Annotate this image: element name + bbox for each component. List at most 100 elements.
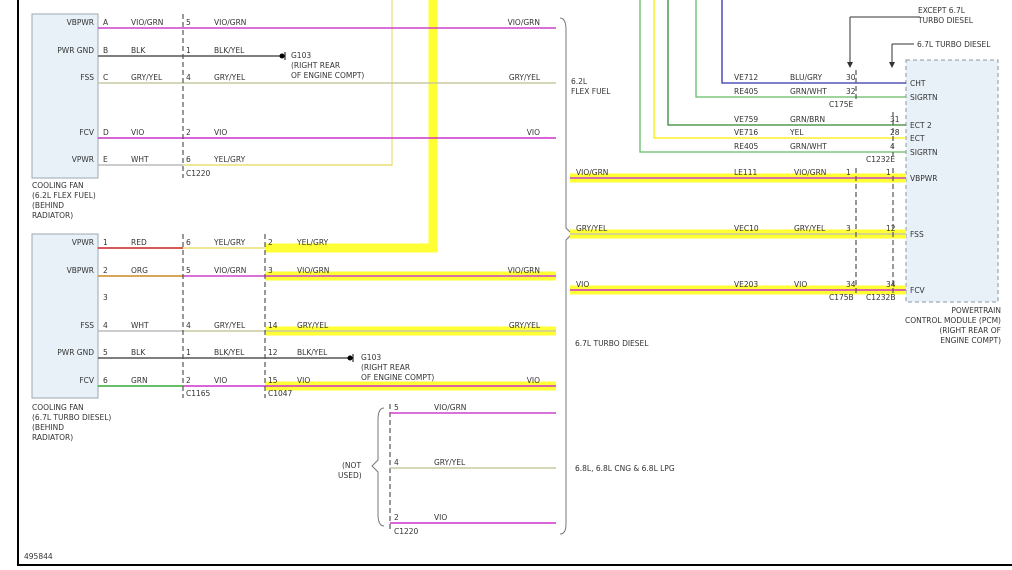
figure-id: 495844: [24, 552, 53, 561]
fan2-c1165-color: GRY/YEL: [214, 321, 246, 330]
ground1-desc-2: OF ENGINE COMPT): [291, 71, 364, 80]
pcm-top-label: SIGRTN: [910, 148, 938, 157]
fan1-caption-line3: (BEHIND: [32, 201, 64, 210]
pcm-main-circuit: VE203: [734, 280, 758, 289]
not-used-pin: 5: [394, 403, 399, 412]
fan1-pin-label: VBPWR: [67, 18, 94, 27]
pcm-top-circuit: VE759: [734, 115, 758, 124]
fan1-wire-color: GRY/YEL: [131, 73, 163, 82]
fan2-pin-label: VBPWR: [67, 266, 94, 275]
vpwr-highlight-feed: [265, 0, 438, 253]
pcm-top-label: ECT 2: [910, 121, 932, 130]
fan2-c1165-pin: 2: [186, 376, 191, 385]
fan2-pin-label: VPWR: [72, 238, 94, 247]
pcm-top-label: SIGRTN: [910, 93, 938, 102]
fan2-c1165-pin: 5: [186, 266, 191, 275]
fan2-wire-color: BLK: [131, 348, 146, 357]
fan1-conn-color: GRY/YEL: [214, 73, 246, 82]
fan2-wire-color: GRN: [131, 376, 148, 385]
diesel-only-arrow: [889, 62, 895, 68]
diagram-frame: [17, 0, 1012, 566]
fan2-wire-color: WHT: [131, 321, 149, 330]
fan1-caption-line1: COOLING FAN: [32, 181, 84, 190]
fan2-c1165-pin: 1: [186, 348, 191, 357]
fan1-cavity: C: [103, 73, 108, 82]
not-used-connector-label: C1220: [394, 527, 419, 536]
pcm-top-wire: [695, 0, 906, 98]
note-flex-fuel-1: 6.2L: [571, 77, 588, 86]
fan2-wire-color: ORG: [131, 266, 148, 275]
pcm-top-circuit: RE405: [734, 142, 758, 151]
pcm-connector-c175e: C175E: [829, 100, 854, 109]
fan2-c1165-pin: 6: [186, 238, 191, 247]
fan2-caption: COOLING FAN (6.7L TURBO DIESEL) (BEHIND …: [32, 403, 111, 442]
note-except-diesel-1: EXCEPT 6.7L: [918, 6, 966, 15]
pcm-top-label: ECT: [910, 134, 925, 143]
fan2-wire-color: RED: [131, 238, 147, 247]
fan1-conn-color: VIO/GRN: [214, 18, 246, 27]
pcm-top-circuit: RE405: [734, 87, 758, 96]
fan2-connector-a-label: C1165: [186, 389, 211, 398]
ground2-symbol: [347, 355, 353, 361]
pcm-top-wire: [721, 0, 906, 84]
note-other-engines: 6.8L, 6.8L CNG & 6.8L LPG: [575, 464, 675, 473]
pcm-main-pin-a: 1: [846, 168, 851, 177]
fan2-c1047-color: VIO/GRN: [297, 266, 329, 275]
except-diesel-arrow: [847, 62, 853, 68]
pcm-top-pin-b: 28: [890, 128, 900, 137]
fan1-wire-color: VIO: [131, 128, 144, 137]
pcm-top-color: GRN/WHT: [790, 142, 827, 151]
pcm-main-label: FSS: [910, 230, 924, 239]
fan1-box: [31, 13, 99, 179]
fan1-conn-pin: 4: [186, 73, 191, 82]
note-turbo-diesel: 6.7L TURBO DIESEL: [575, 339, 649, 348]
note-except-diesel-2: TURBO DIESEL: [917, 16, 974, 25]
right-wire-label: GRY/YEL: [509, 73, 541, 82]
not-used-brace: [371, 407, 385, 527]
right-wire-label: VIO: [527, 128, 540, 137]
not-used-label-1: (NOT: [342, 461, 361, 470]
fan1-caption-line4: RADIATOR): [32, 211, 73, 220]
pcm-main-wire-color: GRY/YEL: [576, 224, 608, 233]
pcm-main-pin-a: 34: [846, 280, 856, 289]
right-wire-label: GRY/YEL: [509, 321, 541, 330]
pcm-top-pin-a: 32: [846, 87, 856, 96]
fan1-conn-pin: 5: [186, 18, 191, 27]
fan2-c1047-color: YEL/GRY: [296, 238, 329, 247]
fan1-caption-line2: (6.2L FLEX FUEL): [32, 191, 96, 200]
pcm-top-label: CHT: [910, 79, 926, 88]
pcm-caption-4: ENGINE COMPT): [940, 336, 1001, 345]
not-used-color: VIO/GRN: [434, 403, 466, 412]
pcm-caption-2: CONTROL MODULE (PCM): [905, 316, 1001, 325]
ground1-symbol: [279, 53, 285, 59]
not-used-pin: 4: [394, 458, 399, 467]
pcm-main-circuit: VEC10: [734, 224, 759, 233]
pcm-top-color: YEL: [789, 128, 804, 137]
fan1-conn-pin: 2: [186, 128, 191, 137]
fan1-connector-label: C1220: [186, 169, 211, 178]
fan2-c1047-color: GRY/YEL: [297, 321, 329, 330]
pcm-top-wire: [639, 0, 906, 153]
fan1-conn-pin: 6: [186, 155, 191, 164]
fan2-c1165-color: VIO/GRN: [214, 266, 246, 275]
fan1-pin-label: FSS: [80, 73, 94, 82]
fan2-cavity: 2: [103, 266, 108, 275]
fan2-c1047-pin: 15: [268, 376, 278, 385]
pcm-top-color: GRN/BRN: [790, 115, 825, 124]
pcm-main-pin-b: 34: [886, 280, 896, 289]
note-flex-fuel-2: FLEX FUEL: [571, 87, 611, 96]
not-used-label-2: USED): [338, 471, 362, 480]
pcm-connector-c1232e: C1232E: [866, 155, 895, 164]
fan1-cavity: B: [103, 46, 108, 55]
pcm-main-color: GRY/YEL: [794, 224, 826, 233]
fan2-c1165-color: VIO: [214, 376, 227, 385]
ground1-desc-1: (RIGHT REAR: [291, 61, 340, 70]
fan2-cavity: 6: [103, 376, 108, 385]
fan2-pin-label: FSS: [80, 321, 94, 330]
fan2-c1165-color: BLK/YEL: [214, 348, 245, 357]
pcm-main-color: VIO: [794, 280, 807, 289]
right-wire-label: VIO/GRN: [508, 266, 540, 275]
not-used-color: VIO: [434, 513, 447, 522]
fan2-c1047-pin: 14: [268, 321, 278, 330]
